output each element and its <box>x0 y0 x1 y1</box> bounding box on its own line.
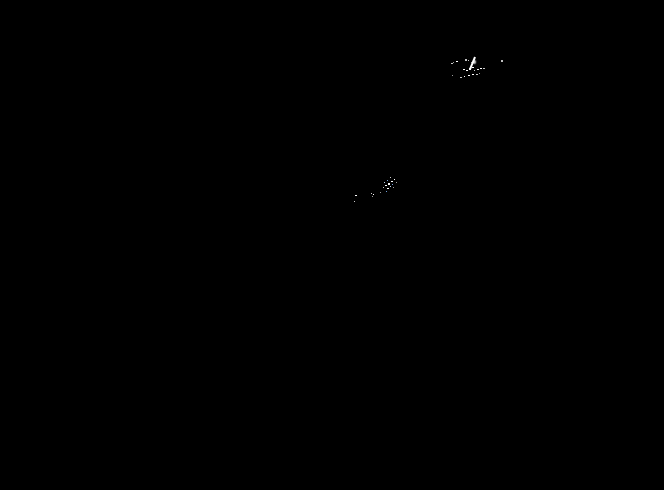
speck <box>477 69 479 70</box>
speck <box>451 63 453 64</box>
speck <box>394 179 395 180</box>
speck <box>453 62 454 63</box>
speck <box>383 187 384 188</box>
speck <box>464 76 465 77</box>
speck <box>396 182 397 183</box>
speck <box>452 75 453 76</box>
speck <box>460 77 462 78</box>
speck <box>372 196 373 197</box>
speck <box>501 60 503 62</box>
speck <box>472 74 474 75</box>
speck <box>387 188 389 189</box>
speck <box>472 67 474 68</box>
speck <box>391 181 393 182</box>
speck <box>354 201 355 202</box>
speck <box>468 75 470 76</box>
speck <box>371 193 372 194</box>
bright-streak <box>469 56 476 70</box>
streak-glow <box>473 60 476 64</box>
speck <box>474 70 475 71</box>
speck <box>483 68 485 69</box>
speck <box>468 60 469 61</box>
speck <box>456 61 458 62</box>
speck <box>480 68 482 69</box>
speck <box>373 194 374 195</box>
speck <box>393 187 394 188</box>
speck <box>471 62 472 63</box>
speck <box>386 191 387 192</box>
speck <box>469 68 471 70</box>
speck <box>388 183 390 185</box>
speck <box>390 177 391 178</box>
speck <box>466 70 468 71</box>
speck <box>392 184 393 185</box>
speck <box>384 182 385 183</box>
speck <box>465 59 467 61</box>
speck <box>355 195 357 196</box>
speck <box>387 180 388 181</box>
speck <box>385 185 387 186</box>
speck <box>476 74 478 75</box>
speck <box>380 192 381 193</box>
speck <box>463 69 465 70</box>
speck <box>390 186 391 187</box>
speck <box>479 73 480 74</box>
